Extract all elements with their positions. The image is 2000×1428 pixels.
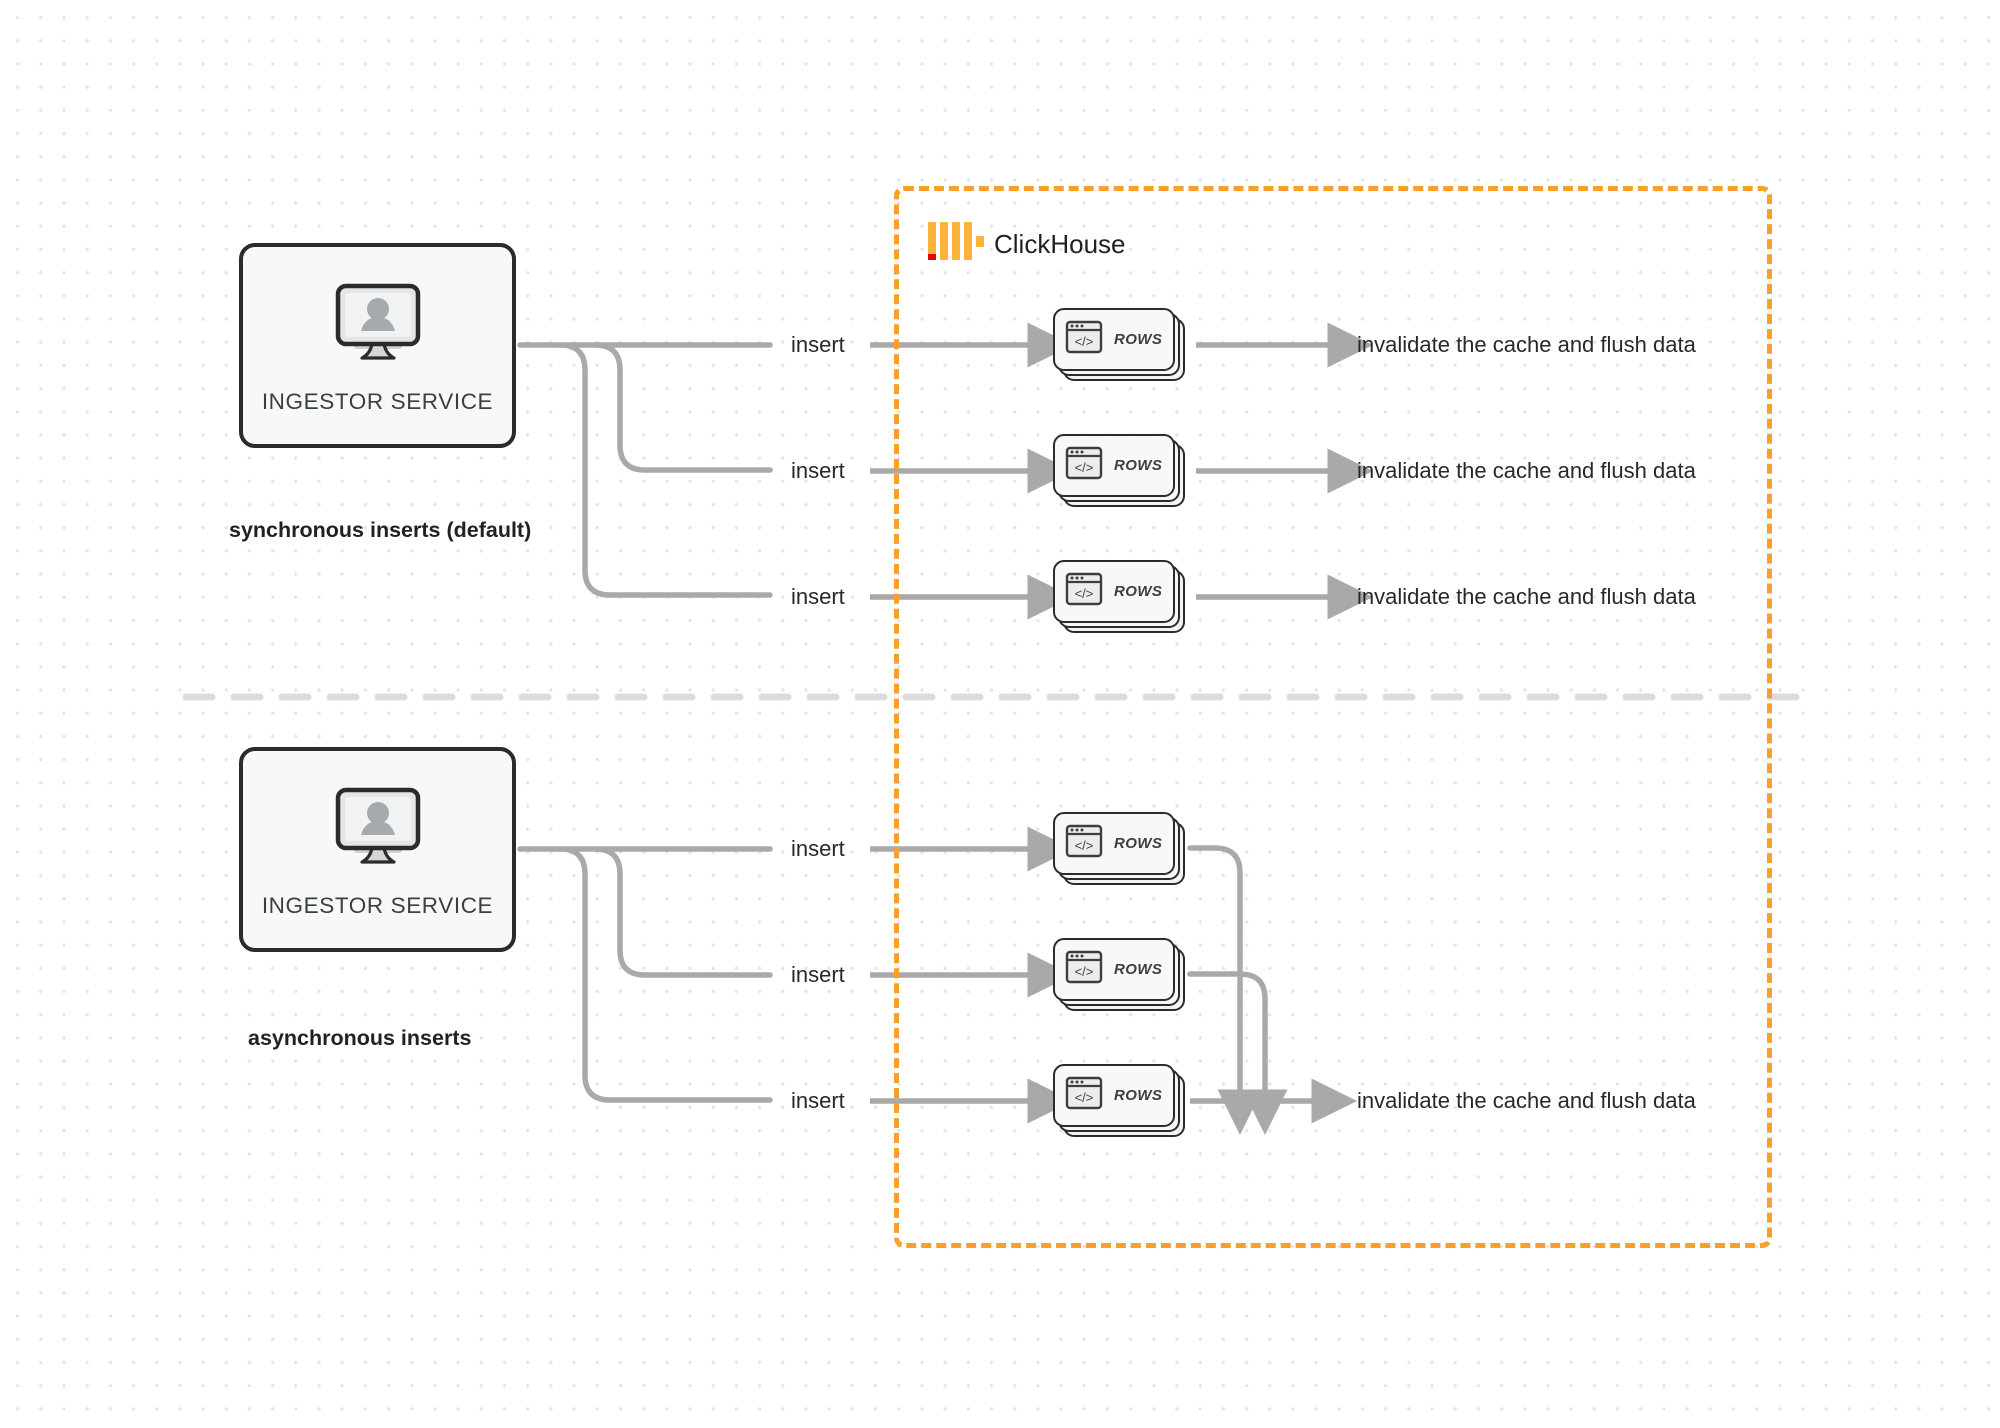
sync-insert-label-2: insert: [791, 458, 845, 483]
svg-text:</>: </>: [1075, 964, 1094, 979]
svg-text:</>: </>: [1075, 460, 1094, 475]
async-rows-node-1[interactable]: </> ROWS: [1053, 812, 1185, 885]
svg-text:</>: </>: [1075, 1090, 1094, 1105]
async-rows-label-2: ROWS: [1114, 961, 1163, 978]
async-rows-label-3: ROWS: [1114, 1087, 1163, 1104]
code-window-icon: </>: [1065, 320, 1103, 359]
sync-rows-node-3[interactable]: </> ROWS: [1053, 560, 1185, 633]
clickhouse-label: ClickHouse: [994, 229, 1126, 259]
sync-rows-label-2: ROWS: [1114, 457, 1163, 474]
sync-branch-tree: [517, 342, 773, 598]
async-section-label: asynchronous inserts: [248, 1026, 472, 1050]
monitor-user-icon: [332, 784, 424, 875]
code-window-icon: </>: [1065, 1076, 1103, 1115]
monitor-user-icon: [332, 280, 424, 371]
sync-rows-label-1: ROWS: [1114, 331, 1163, 348]
sync-insert-label-1: insert: [791, 332, 845, 357]
sync-insert-label-3: insert: [791, 584, 845, 609]
code-window-icon: </>: [1065, 950, 1103, 989]
sync-section-label: synchronous inserts (default): [229, 518, 532, 542]
sync-rows-node-1[interactable]: </> ROWS: [1053, 308, 1185, 381]
async-rows-node-2[interactable]: </> ROWS: [1053, 938, 1185, 1011]
sync-ingestor-label: INGESTOR SERVICE: [261, 389, 494, 414]
svg-text:</>: </>: [1075, 334, 1094, 349]
sync-result-label-2: invalidate the cache and flush data: [1357, 458, 1696, 483]
async-insert-label-3: insert: [791, 1088, 845, 1113]
async-ingestor-label: INGESTOR SERVICE: [261, 893, 494, 918]
clickhouse-header: ClickHouse: [928, 222, 1126, 260]
async-insert-label-1: insert: [791, 836, 845, 861]
clickhouse-logo-icon: [928, 222, 984, 260]
async-branch-tree: [517, 846, 773, 1103]
sync-ingestor-service-node[interactable]: INGESTOR SERVICE: [239, 243, 516, 448]
async-result-label: invalidate the cache and flush data: [1357, 1088, 1696, 1113]
sync-result-label-3: invalidate the cache and flush data: [1357, 584, 1696, 609]
async-ingestor-service-node[interactable]: INGESTOR SERVICE: [239, 747, 516, 952]
sync-rows-label-3: ROWS: [1114, 583, 1163, 600]
clickhouse-boundary: [894, 186, 1772, 1248]
svg-text:</>: </>: [1075, 586, 1094, 601]
svg-text:</>: </>: [1075, 838, 1094, 853]
code-window-icon: </>: [1065, 824, 1103, 863]
code-window-icon: </>: [1065, 572, 1103, 611]
async-insert-label-2: insert: [791, 962, 845, 987]
code-window-icon: </>: [1065, 446, 1103, 485]
sync-result-label-1: invalidate the cache and flush data: [1357, 332, 1696, 357]
sync-rows-node-2[interactable]: </> ROWS: [1053, 434, 1185, 507]
async-rows-label-1: ROWS: [1114, 835, 1163, 852]
async-rows-node-3[interactable]: </> ROWS: [1053, 1064, 1185, 1137]
